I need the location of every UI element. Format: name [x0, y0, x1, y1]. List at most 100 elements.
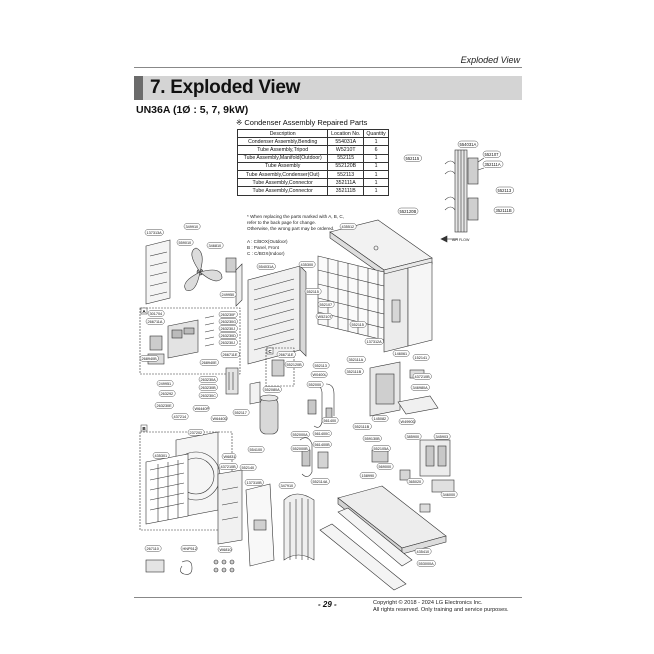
callout-bubble — [359, 472, 377, 479]
part-callout: 146061 — [392, 350, 410, 357]
callout-text: 437214 — [174, 415, 187, 419]
part-callout: 435300 — [298, 261, 316, 268]
callout-text: W5210T — [318, 315, 333, 319]
part-callout: 137312A — [364, 338, 384, 345]
part-callout: 437214 — [171, 413, 189, 420]
callout-bubble — [276, 351, 296, 358]
callout-text: 266711A — [148, 320, 163, 324]
callout-text: W6440D — [213, 417, 228, 421]
callout-text: 552113 — [498, 188, 512, 193]
part-callout: 554100 — [247, 446, 265, 453]
section-marker-box — [140, 307, 148, 315]
callout-bubble — [416, 560, 436, 567]
part-callout: 301704 — [147, 310, 165, 317]
part-callout: 268940B — [139, 355, 159, 362]
compressor-drawing — [225, 367, 279, 435]
part-callout: 435410 — [414, 548, 432, 555]
callout-bubble — [247, 446, 265, 453]
section-marker-letter: A — [142, 309, 146, 314]
part-callout: 137310B — [244, 479, 264, 486]
callout-bubble — [346, 356, 366, 363]
callout-text: 435410 — [417, 550, 430, 554]
callout-bubble — [144, 545, 162, 552]
callout-text: 263230C — [201, 394, 217, 398]
front-panel-b-drawing — [139, 431, 233, 531]
part-callout: 263230F — [218, 311, 238, 318]
part-callout: 267110 — [144, 545, 162, 552]
part-callout: 552107 — [482, 150, 501, 158]
part-callout: 365020 — [406, 478, 424, 485]
callout-bubble — [364, 338, 384, 345]
callout-text: 158990 — [362, 474, 375, 478]
callout-text: 266711E — [279, 353, 294, 357]
callout-text: 347910 — [281, 484, 294, 488]
callout-bubble — [187, 429, 205, 436]
part-callout: 137313A — [144, 229, 164, 236]
copyright-line: Copyright © 2018 - 2024 LG Electronics I… — [373, 600, 483, 606]
callout-text: 346980A — [413, 386, 429, 390]
callout-text: 263230E — [157, 404, 173, 408]
callout-bubble — [344, 368, 364, 375]
part-callout: 552111B — [352, 423, 372, 430]
part-callout: 352111B — [493, 206, 515, 214]
callout-bubble — [493, 206, 515, 214]
part-callout: 552120B — [397, 207, 419, 215]
callout-text: 561400B — [315, 443, 331, 447]
part-callout: 552080A — [262, 386, 282, 393]
callout-text: 552111B — [355, 425, 370, 429]
part-callout: W6440P — [192, 405, 210, 412]
part-callout: W5210T — [315, 313, 333, 320]
callout-text: 435300 — [301, 263, 314, 267]
section-marker-box — [266, 347, 274, 355]
callout-bubble — [376, 463, 394, 470]
copyright-line: All rights reserved. Only training and s… — [373, 607, 509, 614]
legend-line: A : C/BOX(Outdoor) — [247, 239, 288, 244]
callout-bubble — [310, 371, 328, 378]
callout-text: 263230A — [201, 378, 217, 382]
callout-text: 554031A — [259, 265, 275, 269]
callout-bubble — [144, 229, 164, 236]
callout-text: 263230J — [221, 327, 236, 331]
callout-bubble — [412, 373, 432, 380]
parts-table: Description Location No. Quantity Conden… — [236, 128, 389, 196]
callout-text: 552120B — [400, 209, 417, 214]
callout-bubble — [217, 546, 233, 553]
callout-text: 552115 — [352, 323, 364, 327]
part-callout: 552115 — [403, 154, 422, 162]
front-panel-drawing — [217, 469, 275, 567]
part-callout: 263230C — [198, 392, 218, 399]
callout-bubble — [278, 482, 296, 489]
accessory-manual-drawing — [145, 559, 165, 573]
accessory-screws-drawing — [213, 559, 235, 573]
callout-bubble — [398, 418, 416, 425]
callout-text: 552117 — [235, 411, 247, 415]
part-callout: W6831 — [221, 453, 237, 460]
callout-bubble — [244, 479, 264, 486]
callout-bubble — [154, 402, 174, 409]
callout-bubble — [321, 417, 339, 424]
main-condenser-drawing — [247, 265, 307, 365]
part-callout: 569000 — [376, 463, 394, 470]
table-row: Tube Assembly,Connector 352111B 1 — [236, 186, 389, 196]
callout-bubble — [218, 325, 238, 332]
callout-bubble — [495, 186, 514, 194]
callout-text: 552107 — [320, 303, 333, 307]
part-callout: 266711A — [145, 318, 165, 325]
callout-bubble — [220, 351, 240, 358]
part-callout: 561400B — [312, 441, 332, 448]
callout-text: 552113 — [315, 364, 327, 368]
callout-bubble — [192, 405, 210, 412]
part-callout: 552115 — [349, 321, 367, 328]
callout-text: 349910 — [186, 225, 199, 229]
part-callout: 385900 — [404, 433, 422, 440]
accessory-hose-drawing — [180, 560, 193, 575]
section-marker-box — [140, 424, 148, 432]
callout-text: 552000 — [309, 383, 322, 387]
assembly-legend: A : C/BOX(Outdoor) B : Panel, Front C : … — [247, 239, 288, 256]
callout-text: 569000 — [379, 465, 392, 469]
control-box-c-drawing — [265, 347, 295, 387]
part-callout: 263230E — [154, 402, 174, 409]
callout-text: 352111B — [347, 370, 362, 374]
part-callout: 263230G — [218, 318, 238, 325]
